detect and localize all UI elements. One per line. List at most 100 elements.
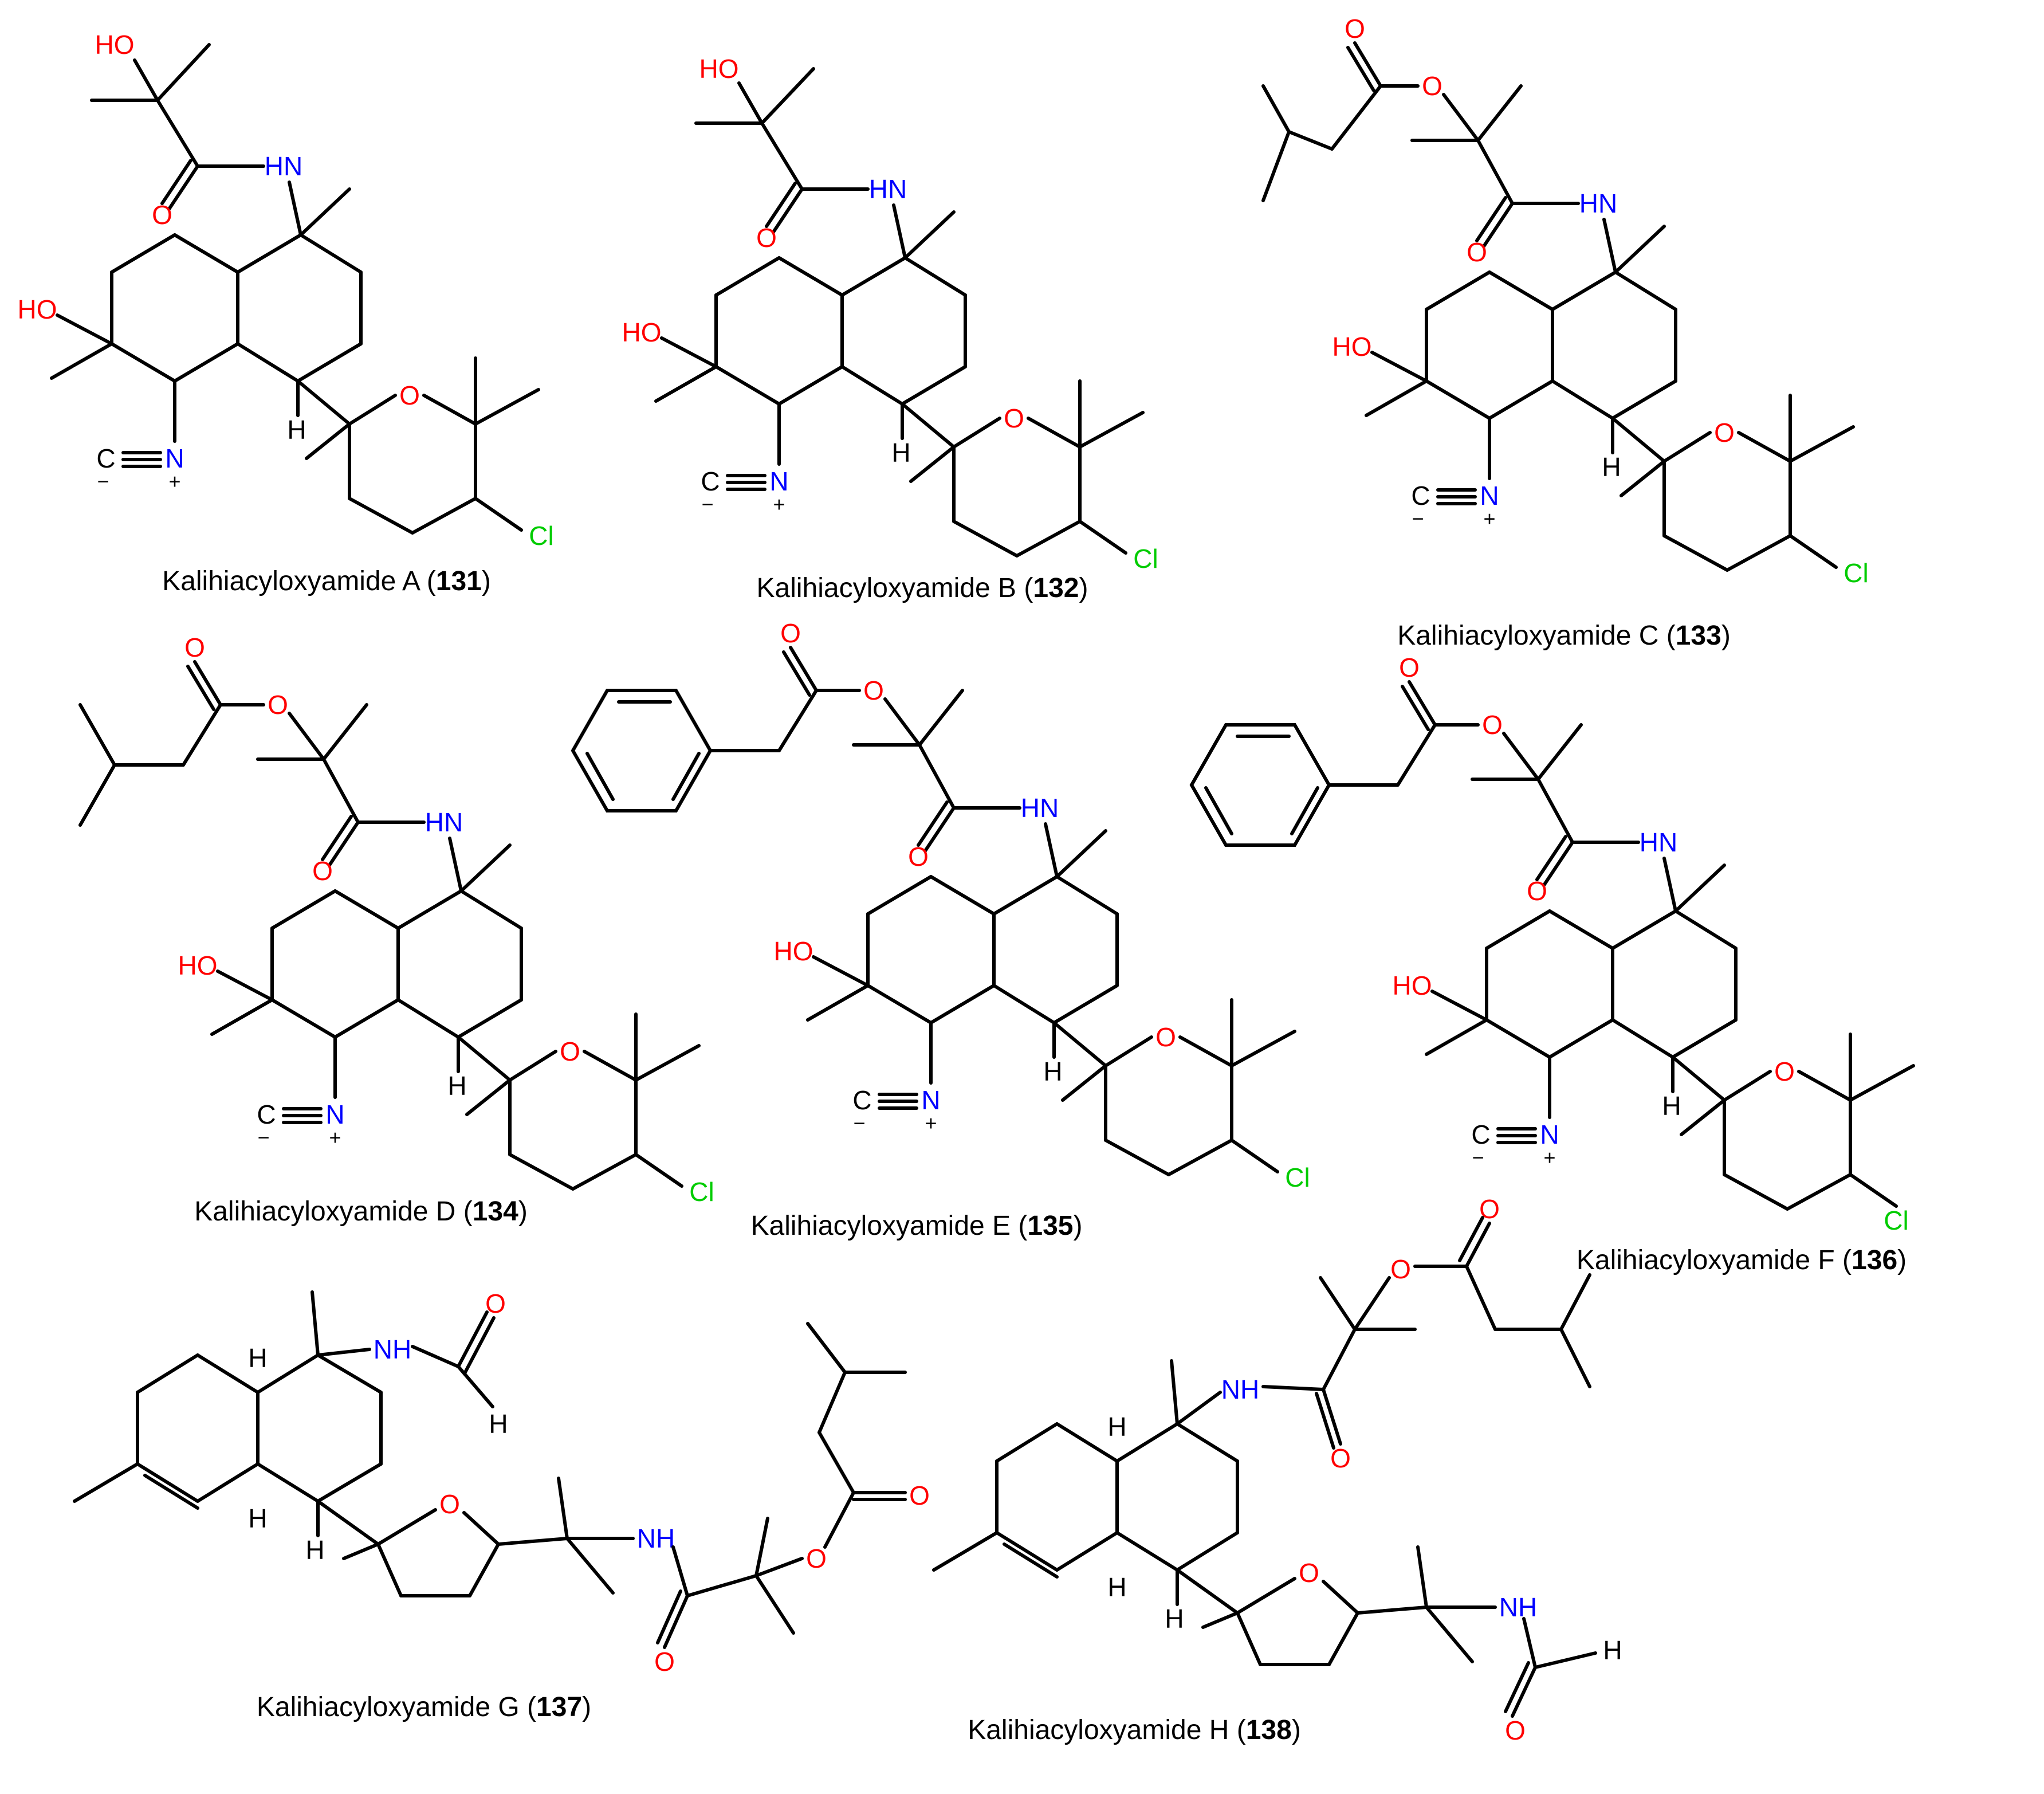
ester-oxygen-label: O	[1390, 1254, 1411, 1284]
ring-oxygen-label: O	[439, 1489, 460, 1519]
amide-nh-label: HN	[265, 151, 302, 181]
ring-oxygen-label: O	[1299, 1558, 1319, 1588]
ester-carbonyl-oxygen-label: O	[909, 1481, 930, 1510]
isonitrile-nitrogen-label: N	[1540, 1120, 1559, 1149]
amide-nh-label: HN	[1640, 827, 1677, 857]
amide-nh-label: HN	[869, 174, 907, 204]
minus-charge: −	[257, 1126, 269, 1149]
structure-133: O O O HN HO C	[1261, 14, 1869, 651]
hydrogen-label: H	[891, 438, 910, 468]
formyl-hydrogen-label: H	[1603, 1635, 1622, 1665]
isonitrile-carbon-label: C	[1471, 1120, 1490, 1149]
structure-131: HO O HN HO C N − + H	[18, 30, 554, 596]
hydroxyl-label: HO	[18, 295, 57, 324]
compound-caption-132: Kalihiacyloxyamide B (132)	[757, 573, 1088, 603]
carbonyl-oxygen-label: O	[908, 842, 929, 872]
hydroxyl-label: HO	[774, 936, 813, 966]
hydrogen-label: H	[1043, 1057, 1062, 1086]
formyl-hydrogen-label: H	[489, 1409, 508, 1439]
chlorine-label: Cl	[529, 521, 553, 551]
ester-oxygen-label: O	[863, 676, 884, 705]
carbonyl-oxygen-label: O	[1330, 1443, 1351, 1473]
compound-caption-134: Kalihiacyloxyamide D (134)	[194, 1196, 528, 1227]
amide-nh-label: HN	[1579, 189, 1617, 218]
minus-charge: −	[97, 470, 109, 493]
isonitrile-carbon-label: C	[1411, 481, 1430, 511]
nh-label: NH	[374, 1334, 411, 1364]
isonitrile-nitrogen-label: N	[921, 1085, 940, 1115]
carbonyl-oxygen-label: O	[312, 856, 333, 886]
amide-nh-label: HN	[1021, 793, 1059, 823]
ring-oxygen-label: O	[1774, 1057, 1795, 1086]
compound-caption-131: Kalihiacyloxyamide A (131)	[162, 566, 491, 596]
carbonyl-oxygen-label: O	[1467, 237, 1487, 267]
ester-oxygen-label: O	[1422, 71, 1442, 101]
nh-label: NH	[1221, 1375, 1259, 1404]
amide-nh-label: HN	[425, 807, 463, 837]
hydroxyl-label: HO	[699, 54, 739, 84]
hydrogen-label: H	[305, 1535, 324, 1565]
hydroxyl-label: HO	[1393, 971, 1432, 1000]
hydrogen-label: H	[1107, 1412, 1126, 1442]
ring-oxygen-label: O	[560, 1037, 580, 1066]
hydroxyl-label: HO	[95, 30, 135, 60]
plus-charge: +	[1483, 507, 1495, 531]
ester-carbonyl-oxygen-label: O	[1399, 653, 1420, 682]
isonitrile-nitrogen-label: N	[1480, 481, 1499, 511]
plus-charge: +	[773, 493, 785, 516]
minus-charge: −	[853, 1112, 865, 1135]
hydroxyl-label: HO	[622, 317, 662, 347]
compound-caption-135: Kalihiacyloxyamide E (135)	[751, 1211, 1083, 1241]
ring-oxygen-label: O	[399, 380, 420, 410]
chlorine-label: Cl	[1133, 544, 1158, 574]
hydroxyl-label: HO	[1332, 332, 1372, 362]
formyl-oxygen-label: O	[1505, 1716, 1526, 1745]
plus-charge: +	[1543, 1146, 1555, 1169]
hydrogen-label: H	[287, 415, 306, 445]
minus-charge: −	[701, 493, 713, 516]
compound-caption-136: Kalihiacyloxyamide F (136)	[1577, 1245, 1907, 1275]
hydrogen-label: H	[1165, 1604, 1184, 1634]
carbonyl-oxygen-label: O	[152, 200, 172, 230]
structure-132: HO O HN HO C N − + H	[622, 54, 1158, 603]
hydrogen-label: H	[248, 1343, 267, 1373]
minus-charge: −	[1472, 1146, 1484, 1169]
compound-caption-138: Kalihiacyloxyamide H (138)	[968, 1715, 1301, 1745]
carbonyl-oxygen-label: O	[756, 223, 777, 253]
isonitrile-nitrogen-label: N	[325, 1100, 344, 1129]
plus-charge: +	[925, 1112, 937, 1135]
hydrogen-label: H	[1662, 1091, 1681, 1121]
ester-carbonyl-oxygen-label: O	[1345, 14, 1365, 44]
nh-label: NH	[637, 1524, 675, 1553]
isonitrile-carbon-label: C	[257, 1100, 276, 1129]
chlorine-label: Cl	[1884, 1206, 1908, 1235]
chlorine-label: Cl	[1285, 1163, 1310, 1192]
isonitrile-carbon-label: C	[701, 466, 720, 496]
structure-137: NH O H H H H O	[73, 1289, 930, 1722]
structure-134: O O O HN HO C	[78, 633, 714, 1227]
ester-oxygen-label: O	[806, 1544, 827, 1573]
ring-oxygen-label: O	[1155, 1022, 1176, 1052]
compound-caption-133: Kalihiacyloxyamide C (133)	[1397, 621, 1731, 651]
hydrogen-label: H	[1107, 1572, 1126, 1602]
isonitrile-carbon-label: C	[96, 443, 115, 473]
plus-charge: +	[168, 470, 180, 493]
structure-136: O O O HN HO C	[1189, 653, 1915, 1275]
hydrogen-label: H	[447, 1071, 466, 1101]
carbonyl-oxygen-label: O	[654, 1647, 675, 1677]
isonitrile-nitrogen-label: N	[769, 466, 788, 496]
chlorine-label: Cl	[1843, 558, 1868, 588]
minus-charge: −	[1412, 507, 1424, 531]
ring-oxygen-label: O	[1714, 418, 1735, 447]
hydrogen-label: H	[248, 1503, 267, 1533]
compound-caption-137: Kalihiacyloxyamide G (137)	[257, 1692, 591, 1722]
ring-oxygen-label: O	[1004, 403, 1024, 433]
isonitrile-carbon-label: C	[852, 1085, 871, 1115]
ester-oxygen-label: O	[268, 690, 288, 720]
hydrogen-label: H	[1602, 452, 1621, 482]
isonitrile-nitrogen-label: N	[165, 443, 184, 473]
nh-label: NH	[1499, 1592, 1537, 1622]
structure-135: O O O HN HO C	[571, 618, 1310, 1241]
ester-carbonyl-oxygen-label: O	[780, 618, 801, 648]
